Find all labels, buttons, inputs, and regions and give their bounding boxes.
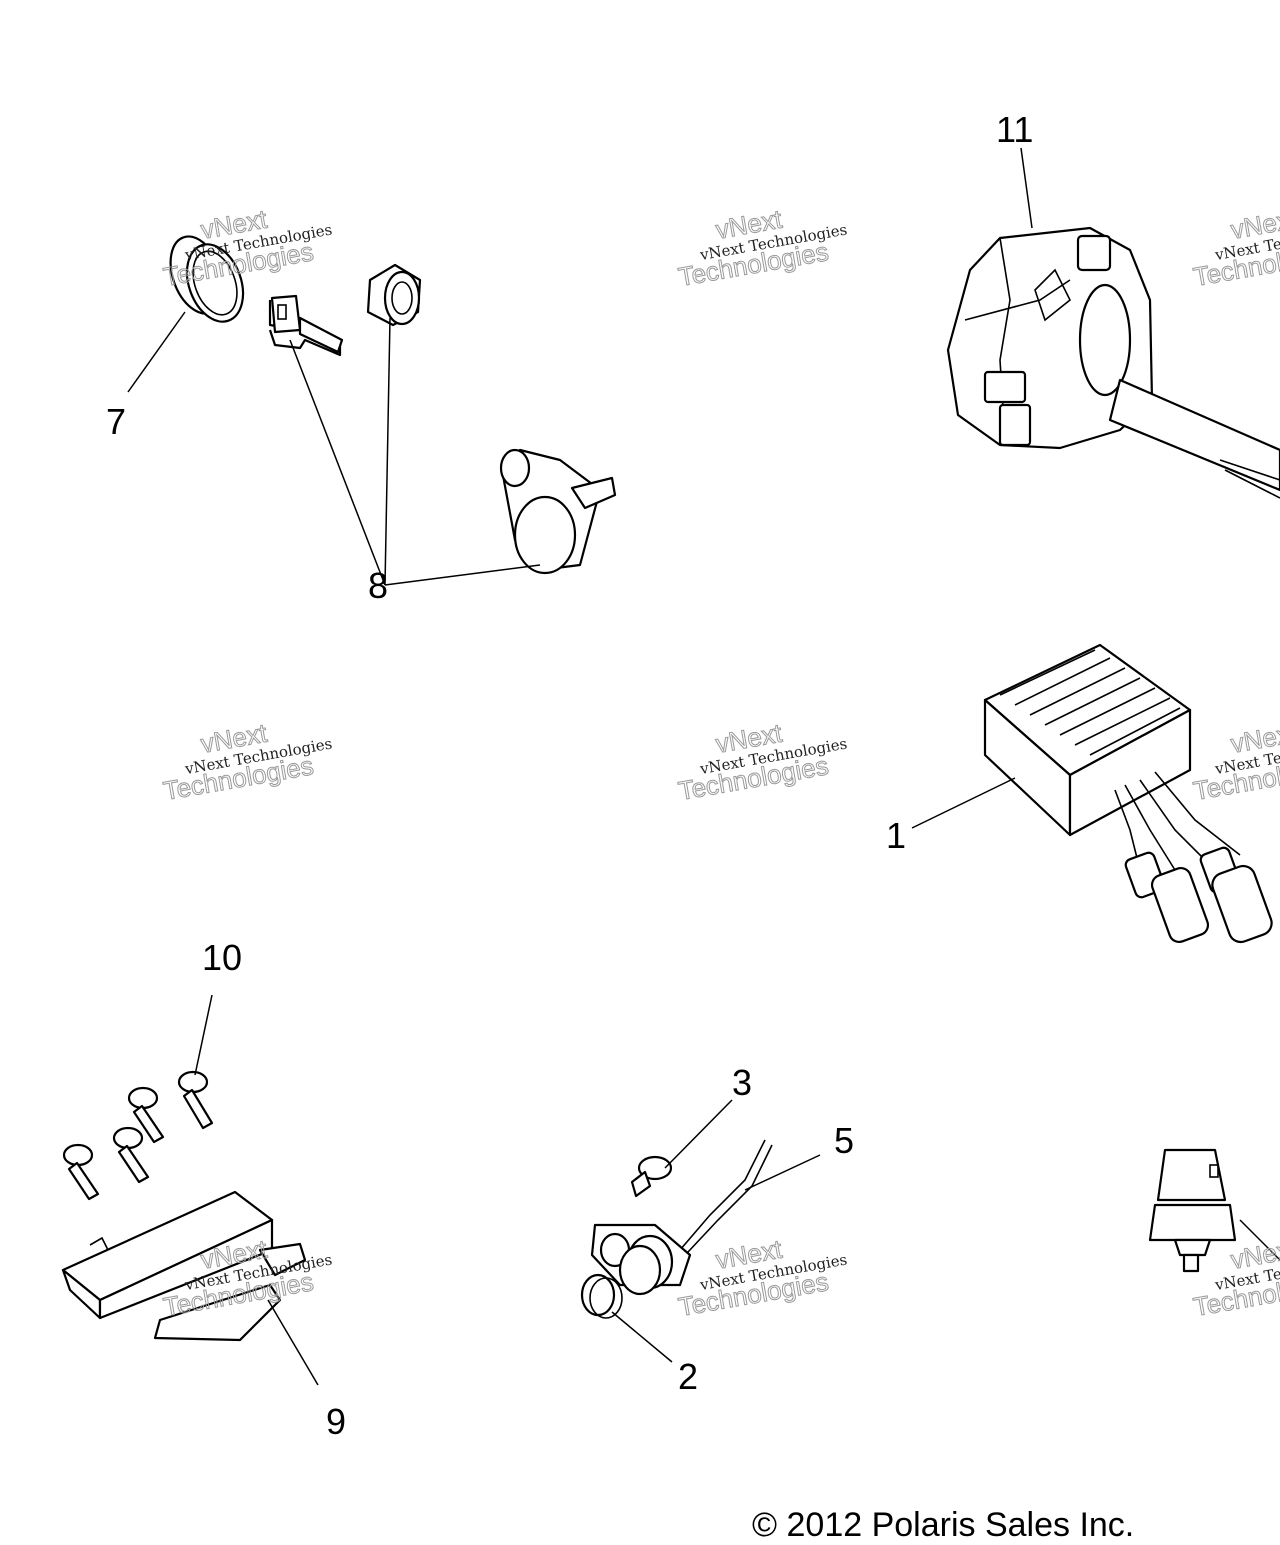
callout-2: 2 (678, 1356, 698, 1397)
part-9-module (61, 1190, 307, 1342)
part-sensor (1148, 1148, 1237, 1273)
watermark-3: vNext vNext Technologies Technologies (1191, 203, 1280, 292)
callout-10: 10 (202, 937, 242, 978)
watermark-5: vNext vNext Technologies Technologies (676, 717, 849, 806)
watermark-8: vNext vNext Technologies Technologies (676, 1233, 849, 1322)
leader-1 (911, 777, 1016, 829)
part-1-regulator (983, 643, 1273, 944)
callout-11: 11 (996, 109, 1033, 150)
leader-8c (384, 564, 541, 586)
leader-7 (127, 311, 186, 393)
leader-8b (384, 317, 391, 586)
leader-2 (611, 1311, 673, 1363)
part-11-handlebar-switch (946, 226, 1280, 499)
part-8-key-switch-kit (268, 263, 617, 575)
leader-5 (744, 1154, 821, 1191)
callout-8: 8 (368, 565, 388, 606)
callout-9: 9 (326, 1401, 346, 1442)
part-3-bolt (630, 1155, 673, 1198)
part-2-button (580, 1273, 623, 1319)
callout-1: 1 (886, 815, 906, 856)
callout-5: 5 (834, 1120, 854, 1161)
leader-8a (289, 339, 386, 586)
part-10-screws (62, 1070, 214, 1201)
part-7-cap (169, 235, 245, 323)
leader-9 (267, 1299, 319, 1386)
leader-sensor (1239, 1219, 1280, 1261)
part-5-switch-assembly (590, 1139, 773, 1296)
callout-7: 7 (106, 401, 126, 442)
leader-10 (194, 994, 213, 1076)
leader-3 (664, 1099, 733, 1169)
leader-11 (1020, 147, 1033, 229)
watermark-4: vNext vNext Technologies Technologies (161, 717, 334, 806)
watermark-2: vNext vNext Technologies Technologies (676, 203, 849, 292)
callout-3: 3 (732, 1062, 752, 1103)
watermark-6: vNext vNext Technologies Technologies (1191, 717, 1280, 806)
copyright-notice: © 2012 Polaris Sales Inc. (752, 1506, 1135, 1544)
